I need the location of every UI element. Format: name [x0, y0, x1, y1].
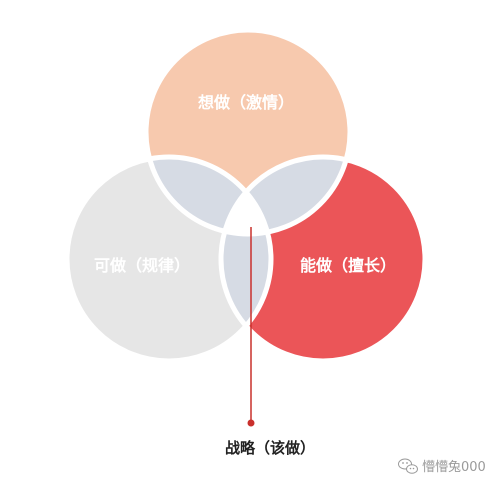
want-able-overlap [221, 157, 350, 234]
want-outline [143, 27, 353, 237]
watermark-text: 懵懵兔000 [422, 460, 486, 475]
want-can-overlap [146, 157, 271, 234]
can-label: 可做（规律） [94, 256, 190, 275]
able-outline [218, 154, 428, 364]
pointer-dot [247, 419, 255, 427]
wechat-icon [398, 458, 418, 474]
able-label: 能做（擅长） [300, 256, 396, 275]
want-label: 想做（激情） [197, 93, 294, 112]
strategy-label: 战略（该做） [225, 439, 315, 457]
can-outline [64, 154, 274, 364]
